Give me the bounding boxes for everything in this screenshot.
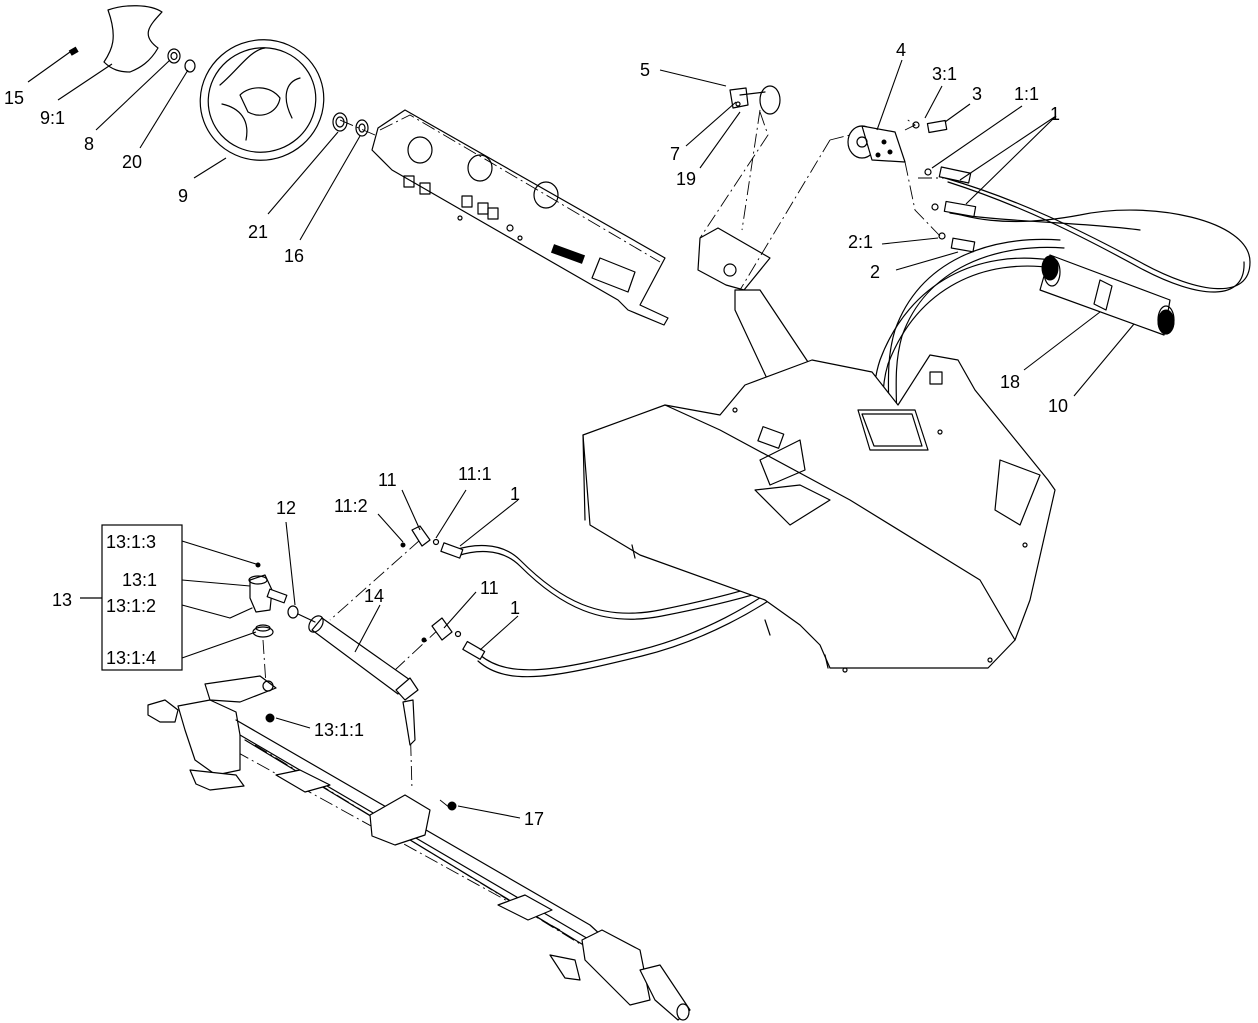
callout-1-top: 1 [1050, 104, 1060, 124]
fitting-3 [912, 119, 948, 134]
hydraulic-hoses-upper [938, 166, 1251, 293]
callout-19: 19 [676, 169, 696, 189]
nut-8 [167, 48, 181, 64]
callout-1-mid: 1 [510, 484, 520, 504]
bearing-21 [332, 112, 348, 132]
callout-13-1-2: 13:1:2 [106, 596, 156, 616]
callout-13-1-3: 13:1:3 [106, 532, 156, 552]
callout-18: 18 [1000, 372, 1020, 392]
callout-17: 17 [524, 809, 544, 829]
callout-3: 3 [972, 84, 982, 104]
steering-control-valve [847, 125, 906, 163]
callout-14: 14 [364, 586, 384, 606]
callout-7: 7 [670, 144, 680, 164]
callout-3-1: 3:1 [932, 64, 957, 84]
boot-13-1-4 [252, 624, 274, 638]
dash-panel [371, 109, 669, 326]
callout-11-upper: 11 [378, 470, 397, 490]
callout-9-1: 9:1 [40, 108, 65, 128]
steering-wheel-cap [103, 5, 163, 73]
callout-13-1-4: 13:1:4 [106, 648, 156, 668]
callout-15: 15 [4, 88, 24, 108]
callout-9: 9 [178, 186, 188, 206]
callout-5: 5 [640, 60, 650, 80]
callout-21: 21 [248, 222, 268, 242]
elbow-fitting-upper [400, 525, 440, 548]
steering-cylinder [297, 613, 419, 746]
steering-wheel [199, 39, 325, 161]
tie-rod-end-13-1 [229, 562, 288, 619]
callout-11-lower: 11 [480, 578, 499, 598]
frame-plate [582, 354, 1056, 673]
hose-end-fittings [440, 542, 486, 660]
fitting-2 [938, 232, 976, 253]
callout-12: 12 [276, 498, 296, 518]
leader-lines [27, 51, 1135, 819]
screw-15 [68, 46, 79, 56]
callout-13: 13 [52, 590, 72, 610]
bearing-16 [355, 119, 369, 137]
callout-13-1: 13:1 [122, 570, 157, 590]
jam-nut-12 [287, 605, 299, 619]
callout-11-1: 11:1 [458, 464, 492, 484]
callout-10: 10 [1048, 396, 1068, 416]
callout-2: 2 [870, 262, 880, 282]
callouts: 15 9:1 8 20 9 21 16 5 7 19 4 3:1 3 1:1 1… [4, 40, 1068, 829]
callout-13-1-1: 13:1:1 [314, 720, 364, 740]
callout-4: 4 [896, 40, 906, 60]
callout-16: 16 [284, 246, 304, 266]
bracket-13-group [80, 524, 183, 671]
steering-column [729, 85, 781, 115]
o-ring-1-1 [924, 168, 939, 211]
elbow-fitting-lower [421, 617, 462, 643]
callout-1-low: 1 [510, 598, 520, 618]
callout-8: 8 [84, 134, 94, 154]
hose-guard-10 [1039, 254, 1175, 336]
front-axle [147, 675, 691, 1021]
callout-1-1: 1:1 [1014, 84, 1039, 104]
callout-2-1: 2:1 [848, 232, 873, 252]
callout-11-2: 11:2 [334, 496, 368, 516]
callout-20: 20 [122, 152, 142, 172]
steering-pedestal [697, 227, 813, 401]
washer-20 [184, 59, 196, 73]
